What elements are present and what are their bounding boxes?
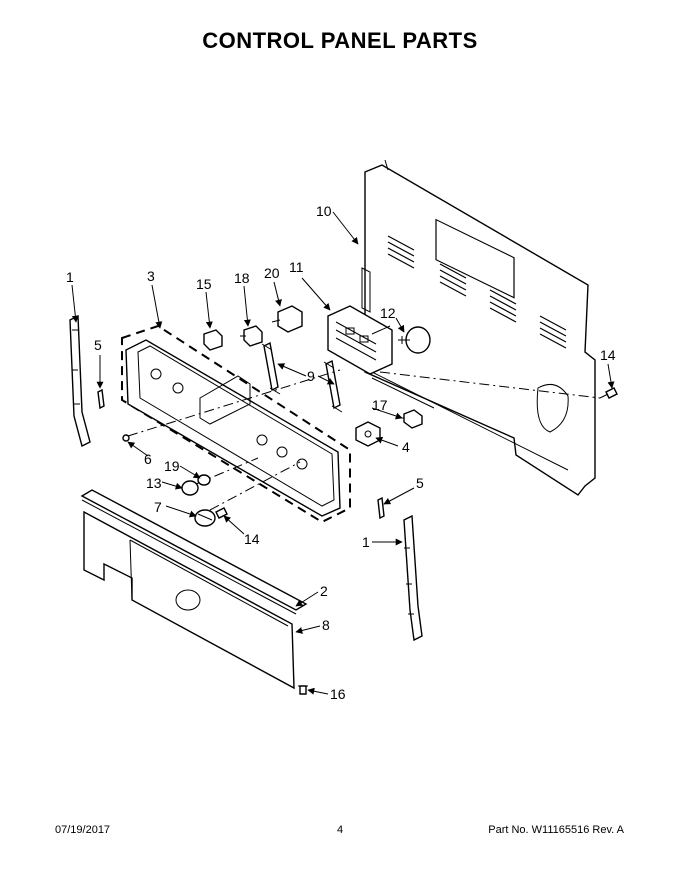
callout-labels: 1 5 3 15 18 20 11 10 12 14 9 17 4 6 19 1… <box>66 203 616 702</box>
callout-14-right: 14 <box>600 347 616 363</box>
callout-14-left: 14 <box>244 531 260 547</box>
spacer-19 <box>197 474 211 486</box>
screw-16 <box>298 685 308 695</box>
switch-17 <box>396 409 423 429</box>
callout-8: 8 <box>322 617 330 633</box>
callout-10: 10 <box>316 203 332 219</box>
knob-13 <box>181 480 199 496</box>
control-panel <box>121 324 351 524</box>
bracket-9a <box>261 341 281 395</box>
footer-part-number: Part No. W11165516 Rev. A <box>488 824 624 836</box>
page-title: CONTROL PANEL PARTS <box>202 28 478 53</box>
side-bracket-left <box>69 314 91 448</box>
callout-19: 19 <box>164 458 180 474</box>
callout-20: 20 <box>264 265 280 281</box>
callout-1-right: 1 <box>362 534 370 550</box>
callout-17: 17 <box>372 397 388 413</box>
callout-15: 15 <box>196 276 212 292</box>
callout-5-right: 5 <box>416 475 424 491</box>
switch-20 <box>271 305 303 333</box>
callout-7: 7 <box>154 499 162 515</box>
callout-6: 6 <box>144 451 152 467</box>
side-bracket-right <box>403 514 423 642</box>
callout-3: 3 <box>147 268 155 284</box>
clip-right <box>377 496 385 520</box>
footer-page-number: 4 <box>336 824 344 836</box>
knob-rear <box>398 326 431 354</box>
callout-5-left: 5 <box>94 337 102 353</box>
screw-right <box>599 387 618 399</box>
callout-4: 4 <box>402 439 410 455</box>
callout-12: 12 <box>380 305 396 321</box>
callout-leaders <box>71 211 615 695</box>
switch-block-4 <box>355 421 381 447</box>
callout-1-left: 1 <box>66 269 74 285</box>
lower-panel <box>83 510 295 690</box>
clip-left <box>97 388 105 410</box>
callout-16: 16 <box>330 686 346 702</box>
screw-6 <box>122 434 130 442</box>
callout-2: 2 <box>320 583 328 599</box>
callout-9: 9 <box>307 368 315 384</box>
knob-7 <box>194 509 216 527</box>
switch-18 <box>240 325 263 347</box>
console-rear-panel <box>361 159 596 496</box>
footer-date: 07/19/2017 <box>55 824 111 836</box>
alignment-lines <box>127 369 601 511</box>
screw-14 <box>215 507 228 519</box>
support-rail <box>80 489 308 615</box>
bracket-9b <box>323 359 343 413</box>
vent-slots <box>387 235 567 349</box>
callout-11: 11 <box>289 259 304 275</box>
switch-15 <box>203 329 223 351</box>
callout-13: 13 <box>146 475 162 491</box>
electronic-control-board <box>327 305 393 375</box>
callout-18: 18 <box>234 270 250 286</box>
